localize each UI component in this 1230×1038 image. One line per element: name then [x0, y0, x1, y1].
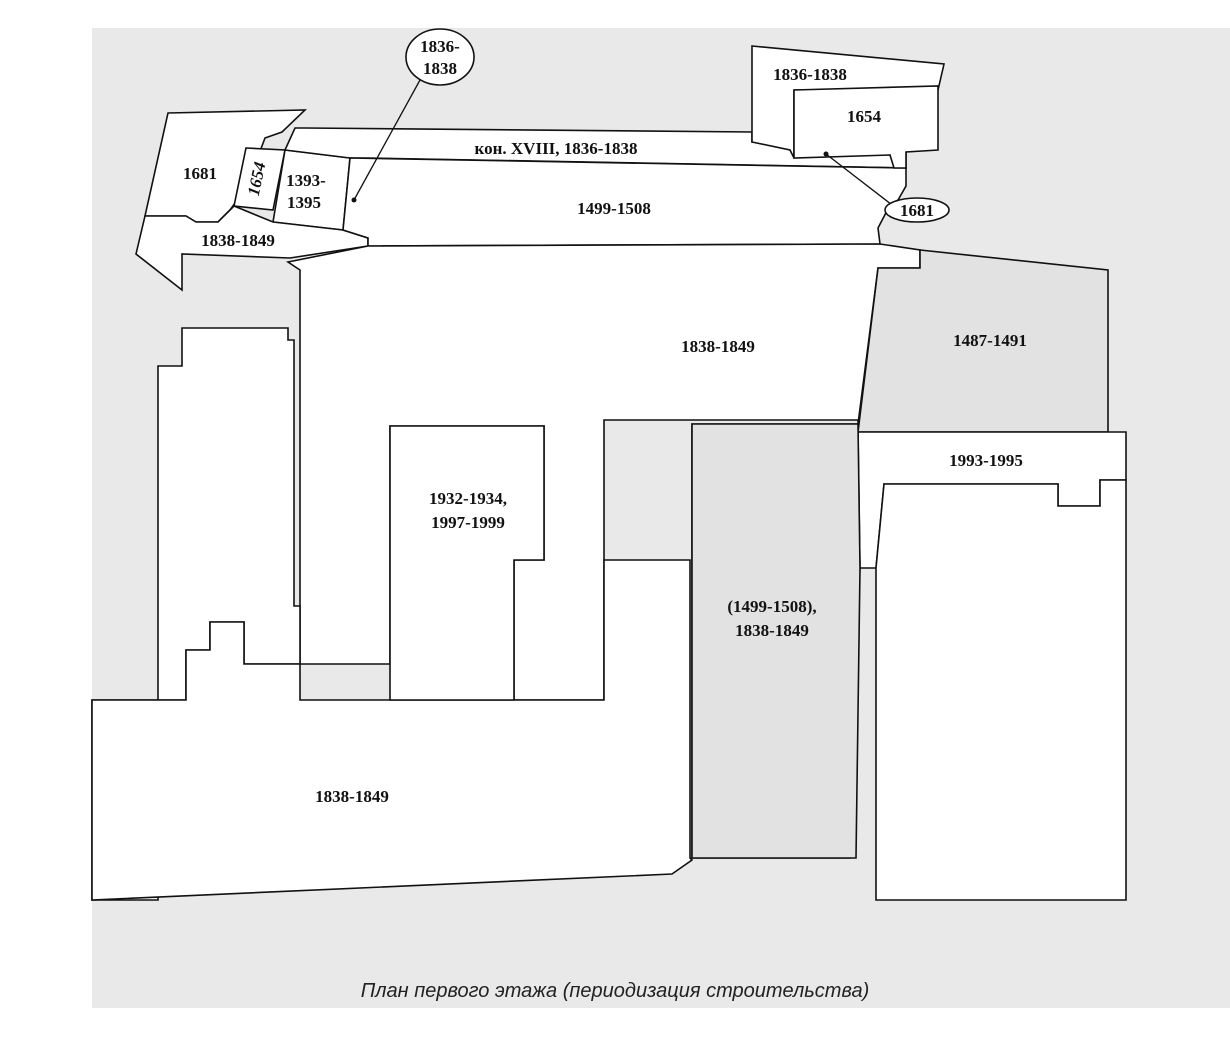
label-1838-1849-paren: 1838-1849: [735, 621, 809, 640]
room-right-bottom: [875, 479, 1127, 901]
room-1654-top-right: [793, 85, 939, 169]
label-1654-top-right: 1654: [847, 107, 882, 126]
label-1499-1508: 1499-1508: [577, 199, 651, 218]
label-1838-1849-center: 1838-1849: [681, 337, 755, 356]
label-1932-1934: 1932-1934,: [429, 489, 507, 508]
leader-line-right: [825, 153, 897, 209]
room-1393-1395: [272, 149, 351, 231]
leader-line-top: [353, 79, 421, 201]
callout-ellipse-top: [405, 28, 475, 86]
label-1681: 1681: [183, 164, 217, 183]
label-1838-1849-left-top: 1838-1849: [201, 231, 275, 250]
room-1838-1849-bottom: [91, 559, 694, 901]
leader-dot-right: [823, 151, 829, 157]
leader-dot-top: [351, 197, 357, 203]
label-1993-1995: 1993-1995: [949, 451, 1023, 470]
label-1836-1838-top-right: 1836-1838: [773, 65, 847, 84]
label-kon-xviii: кон. XVIII, 1836-1838: [475, 139, 638, 158]
room-1499-1508-paren: [691, 423, 861, 859]
callout-top-line1: 1836-: [420, 37, 460, 56]
room-1932-1934: [389, 425, 545, 701]
label-1395: 1395: [287, 193, 321, 212]
room-1499-1508: [342, 157, 907, 247]
label-1997-1999: 1997-1999: [431, 513, 505, 532]
label-1393: 1393-: [286, 171, 326, 190]
label-1487-1491: 1487-1491: [953, 331, 1027, 350]
room-1654-small: [233, 147, 286, 211]
label-1838-1849-bottom: 1838-1849: [315, 787, 389, 806]
callout-right-label: 1681: [900, 201, 934, 220]
callout-ellipse-right: [884, 197, 950, 223]
label-1499-1508-paren: (1499-1508),: [727, 597, 816, 616]
plan-caption: План первого этажа (периодизация строите…: [360, 980, 870, 1002]
callout-top-line2: 1838: [423, 59, 457, 78]
